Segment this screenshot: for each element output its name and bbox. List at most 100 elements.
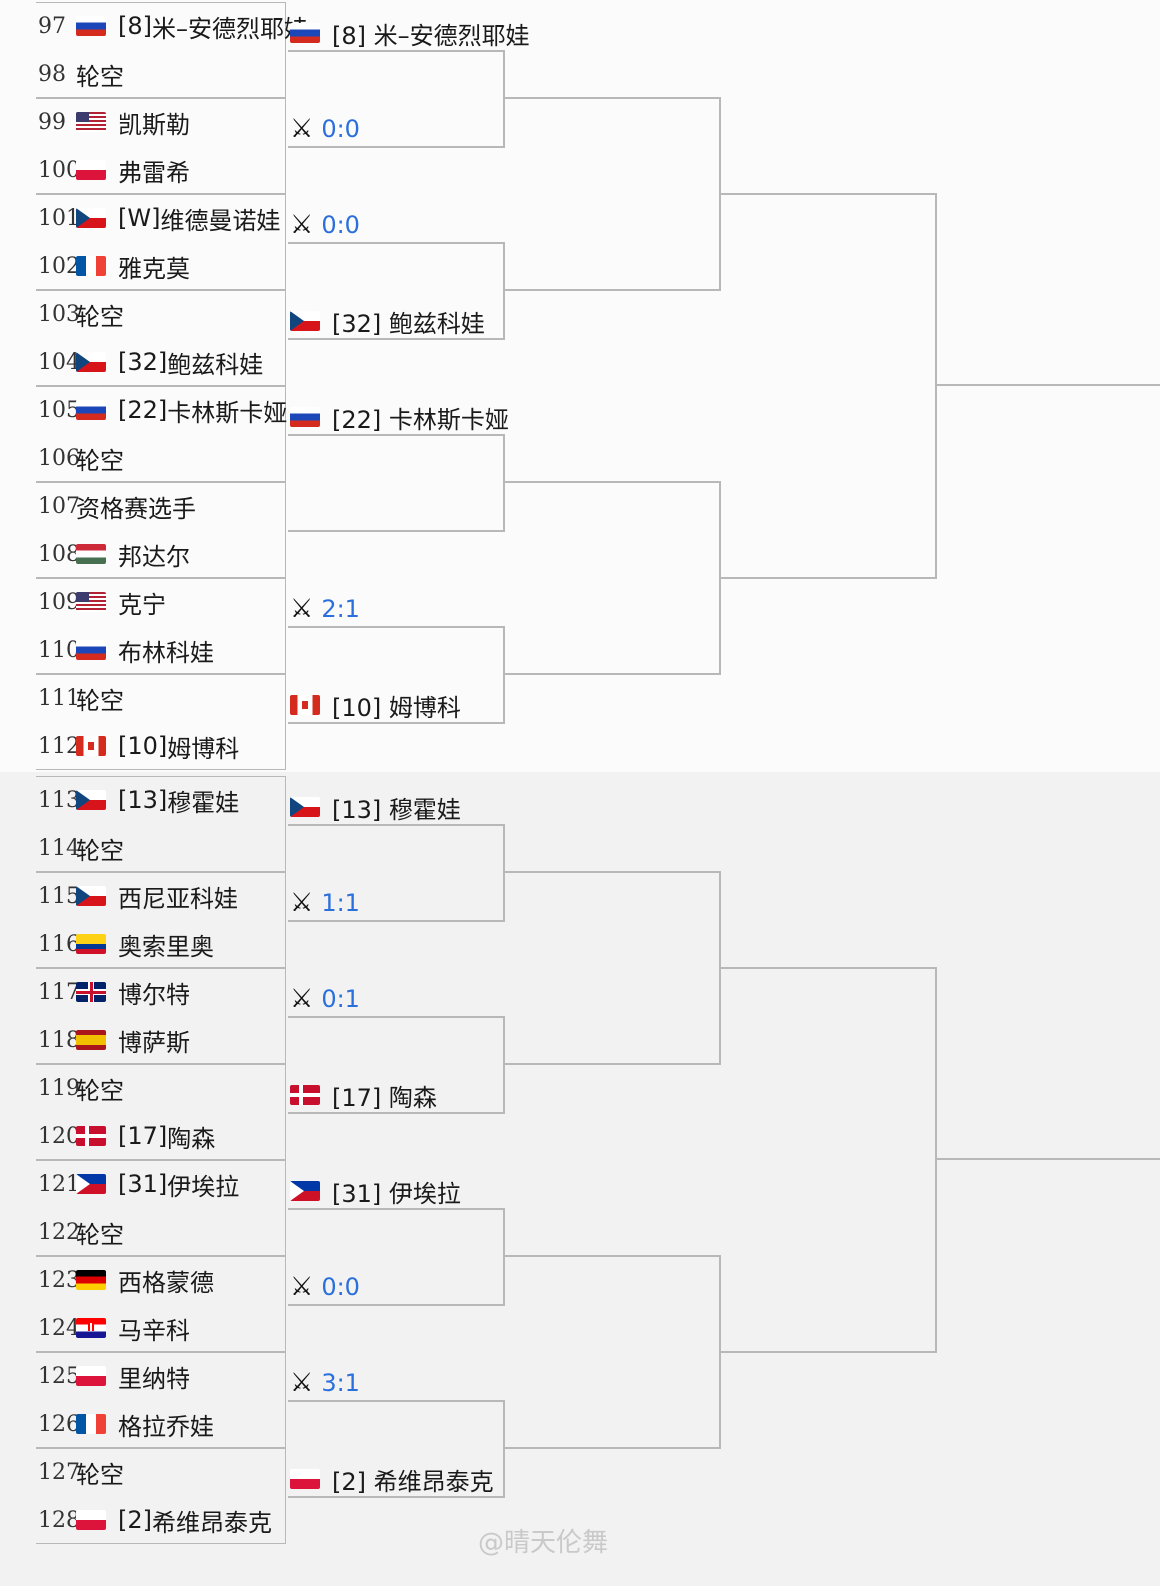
second-round-score[interactable]: ⚔3:1 bbox=[290, 1366, 360, 1400]
bracket-connector-line bbox=[503, 626, 505, 724]
second-round-player[interactable]: [2] 希维昂泰克 bbox=[290, 1462, 494, 1496]
second-round-score[interactable]: ⚔0:0 bbox=[290, 112, 360, 146]
bracket-connector-line bbox=[288, 434, 503, 436]
bracket-connector-line bbox=[503, 1016, 505, 1114]
second-round-score[interactable]: ⚔0:1 bbox=[290, 982, 360, 1016]
draw-slot[interactable]: 101[W] 维德曼诺娃 bbox=[38, 194, 338, 242]
draw-position-number: 128 bbox=[38, 1507, 80, 1533]
first-round-match[interactable] bbox=[36, 2, 286, 98]
second-round-player[interactable]: [13] 穆霍娃 bbox=[290, 790, 461, 824]
flag-cz-icon bbox=[76, 790, 106, 810]
draw-slot[interactable]: 113[13] 穆霍娃 bbox=[38, 776, 338, 824]
first-round-match[interactable] bbox=[36, 1064, 286, 1160]
player-name: [13] 穆霍娃 bbox=[332, 795, 461, 824]
draw-position-number: 101 bbox=[38, 205, 80, 231]
player-name: 格拉乔娃 bbox=[118, 1412, 214, 1441]
second-round-score[interactable]: ⚔2:1 bbox=[290, 592, 360, 626]
first-round-match[interactable] bbox=[36, 386, 286, 482]
second-round-player[interactable]: [32] 鲍兹科娃 bbox=[290, 304, 485, 338]
first-round-match[interactable] bbox=[36, 674, 286, 770]
player-name: 弗雷希 bbox=[118, 158, 190, 187]
flag-ru-icon bbox=[76, 640, 106, 660]
draw-slot[interactable]: 128[2] 希维昂泰克 bbox=[38, 1496, 338, 1544]
seed-label: [8] bbox=[118, 12, 152, 40]
crossed-swords-icon: ⚔ bbox=[290, 594, 314, 624]
bracket-connector-line bbox=[503, 1208, 505, 1306]
first-round-match[interactable] bbox=[36, 1160, 286, 1256]
second-round-player[interactable]: [31] 伊埃拉 bbox=[290, 1174, 461, 1208]
first-round-match[interactable] bbox=[36, 290, 286, 386]
player-name: 资格赛选手 bbox=[76, 494, 196, 523]
bracket-connector-line bbox=[288, 1016, 503, 1018]
second-round-score[interactable]: ⚔0:0 bbox=[290, 1270, 360, 1304]
first-round-match[interactable] bbox=[36, 872, 286, 968]
draw-position-number: 106 bbox=[38, 445, 80, 471]
player-name: [31] 伊埃拉 bbox=[332, 1179, 461, 1208]
bracket-connector-line bbox=[935, 967, 937, 1353]
first-round-match[interactable] bbox=[36, 1448, 286, 1544]
player-name: 轮空 bbox=[76, 1076, 124, 1105]
player-name: [32] 鲍兹科娃 bbox=[332, 309, 485, 338]
draw-slot[interactable]: 120[17] 陶森 bbox=[38, 1112, 338, 1160]
second-round-player[interactable]: [8] 米–安德烈耶娃 bbox=[290, 16, 530, 50]
player-name: 马辛科 bbox=[118, 1316, 190, 1345]
second-round-score[interactable]: ⚔0:0 bbox=[290, 208, 360, 242]
first-round-match[interactable] bbox=[36, 482, 286, 578]
bracket-connector-line bbox=[719, 1351, 935, 1353]
draw-slot[interactable]: 112[10] 姆博科 bbox=[38, 722, 338, 770]
first-round-match[interactable] bbox=[36, 968, 286, 1064]
match-score: 3:1 bbox=[321, 1369, 360, 1397]
draw-slot[interactable]: 121[31] 伊埃拉 bbox=[38, 1160, 338, 1208]
first-round-match[interactable] bbox=[36, 194, 286, 290]
first-round-match[interactable] bbox=[36, 578, 286, 674]
bracket-connector-line bbox=[935, 1158, 1160, 1160]
draw-slot[interactable]: 97[8] 米–安德烈耶娃 bbox=[38, 2, 338, 50]
second-round-player[interactable]: [17] 陶森 bbox=[290, 1078, 437, 1112]
bracket-connector-line bbox=[503, 1400, 505, 1498]
draw-position-number: 112 bbox=[38, 733, 80, 759]
draw-position-number: 104 bbox=[38, 349, 80, 375]
draw-position-number: 109 bbox=[38, 589, 80, 615]
flag-ru-icon bbox=[290, 23, 320, 43]
bracket-connector-line bbox=[288, 824, 503, 826]
second-round-player[interactable]: [10] 姆博科 bbox=[290, 688, 461, 722]
draw-slot[interactable]: 105[22] 卡林斯卡娅 bbox=[38, 386, 338, 434]
first-round-match[interactable] bbox=[36, 1352, 286, 1448]
match-score: 2:1 bbox=[321, 595, 360, 623]
match-score: 0:0 bbox=[321, 211, 360, 239]
player-name: 布林科娃 bbox=[118, 638, 214, 667]
second-round-player[interactable]: [22] 卡林斯卡娅 bbox=[290, 400, 509, 434]
first-round-match[interactable] bbox=[36, 1256, 286, 1352]
first-round-match[interactable] bbox=[36, 776, 286, 872]
draw-slot[interactable]: 104[32] 鲍兹科娃 bbox=[38, 338, 338, 386]
first-round-match[interactable] bbox=[36, 98, 286, 194]
player-name: 伊埃拉 bbox=[167, 1172, 240, 1201]
flag-ph-icon bbox=[290, 1181, 320, 1201]
bracket-bottom-half bbox=[0, 772, 1160, 1586]
second-round-score[interactable]: ⚔1:1 bbox=[290, 886, 360, 920]
draw-position-number: 120 bbox=[38, 1123, 80, 1149]
